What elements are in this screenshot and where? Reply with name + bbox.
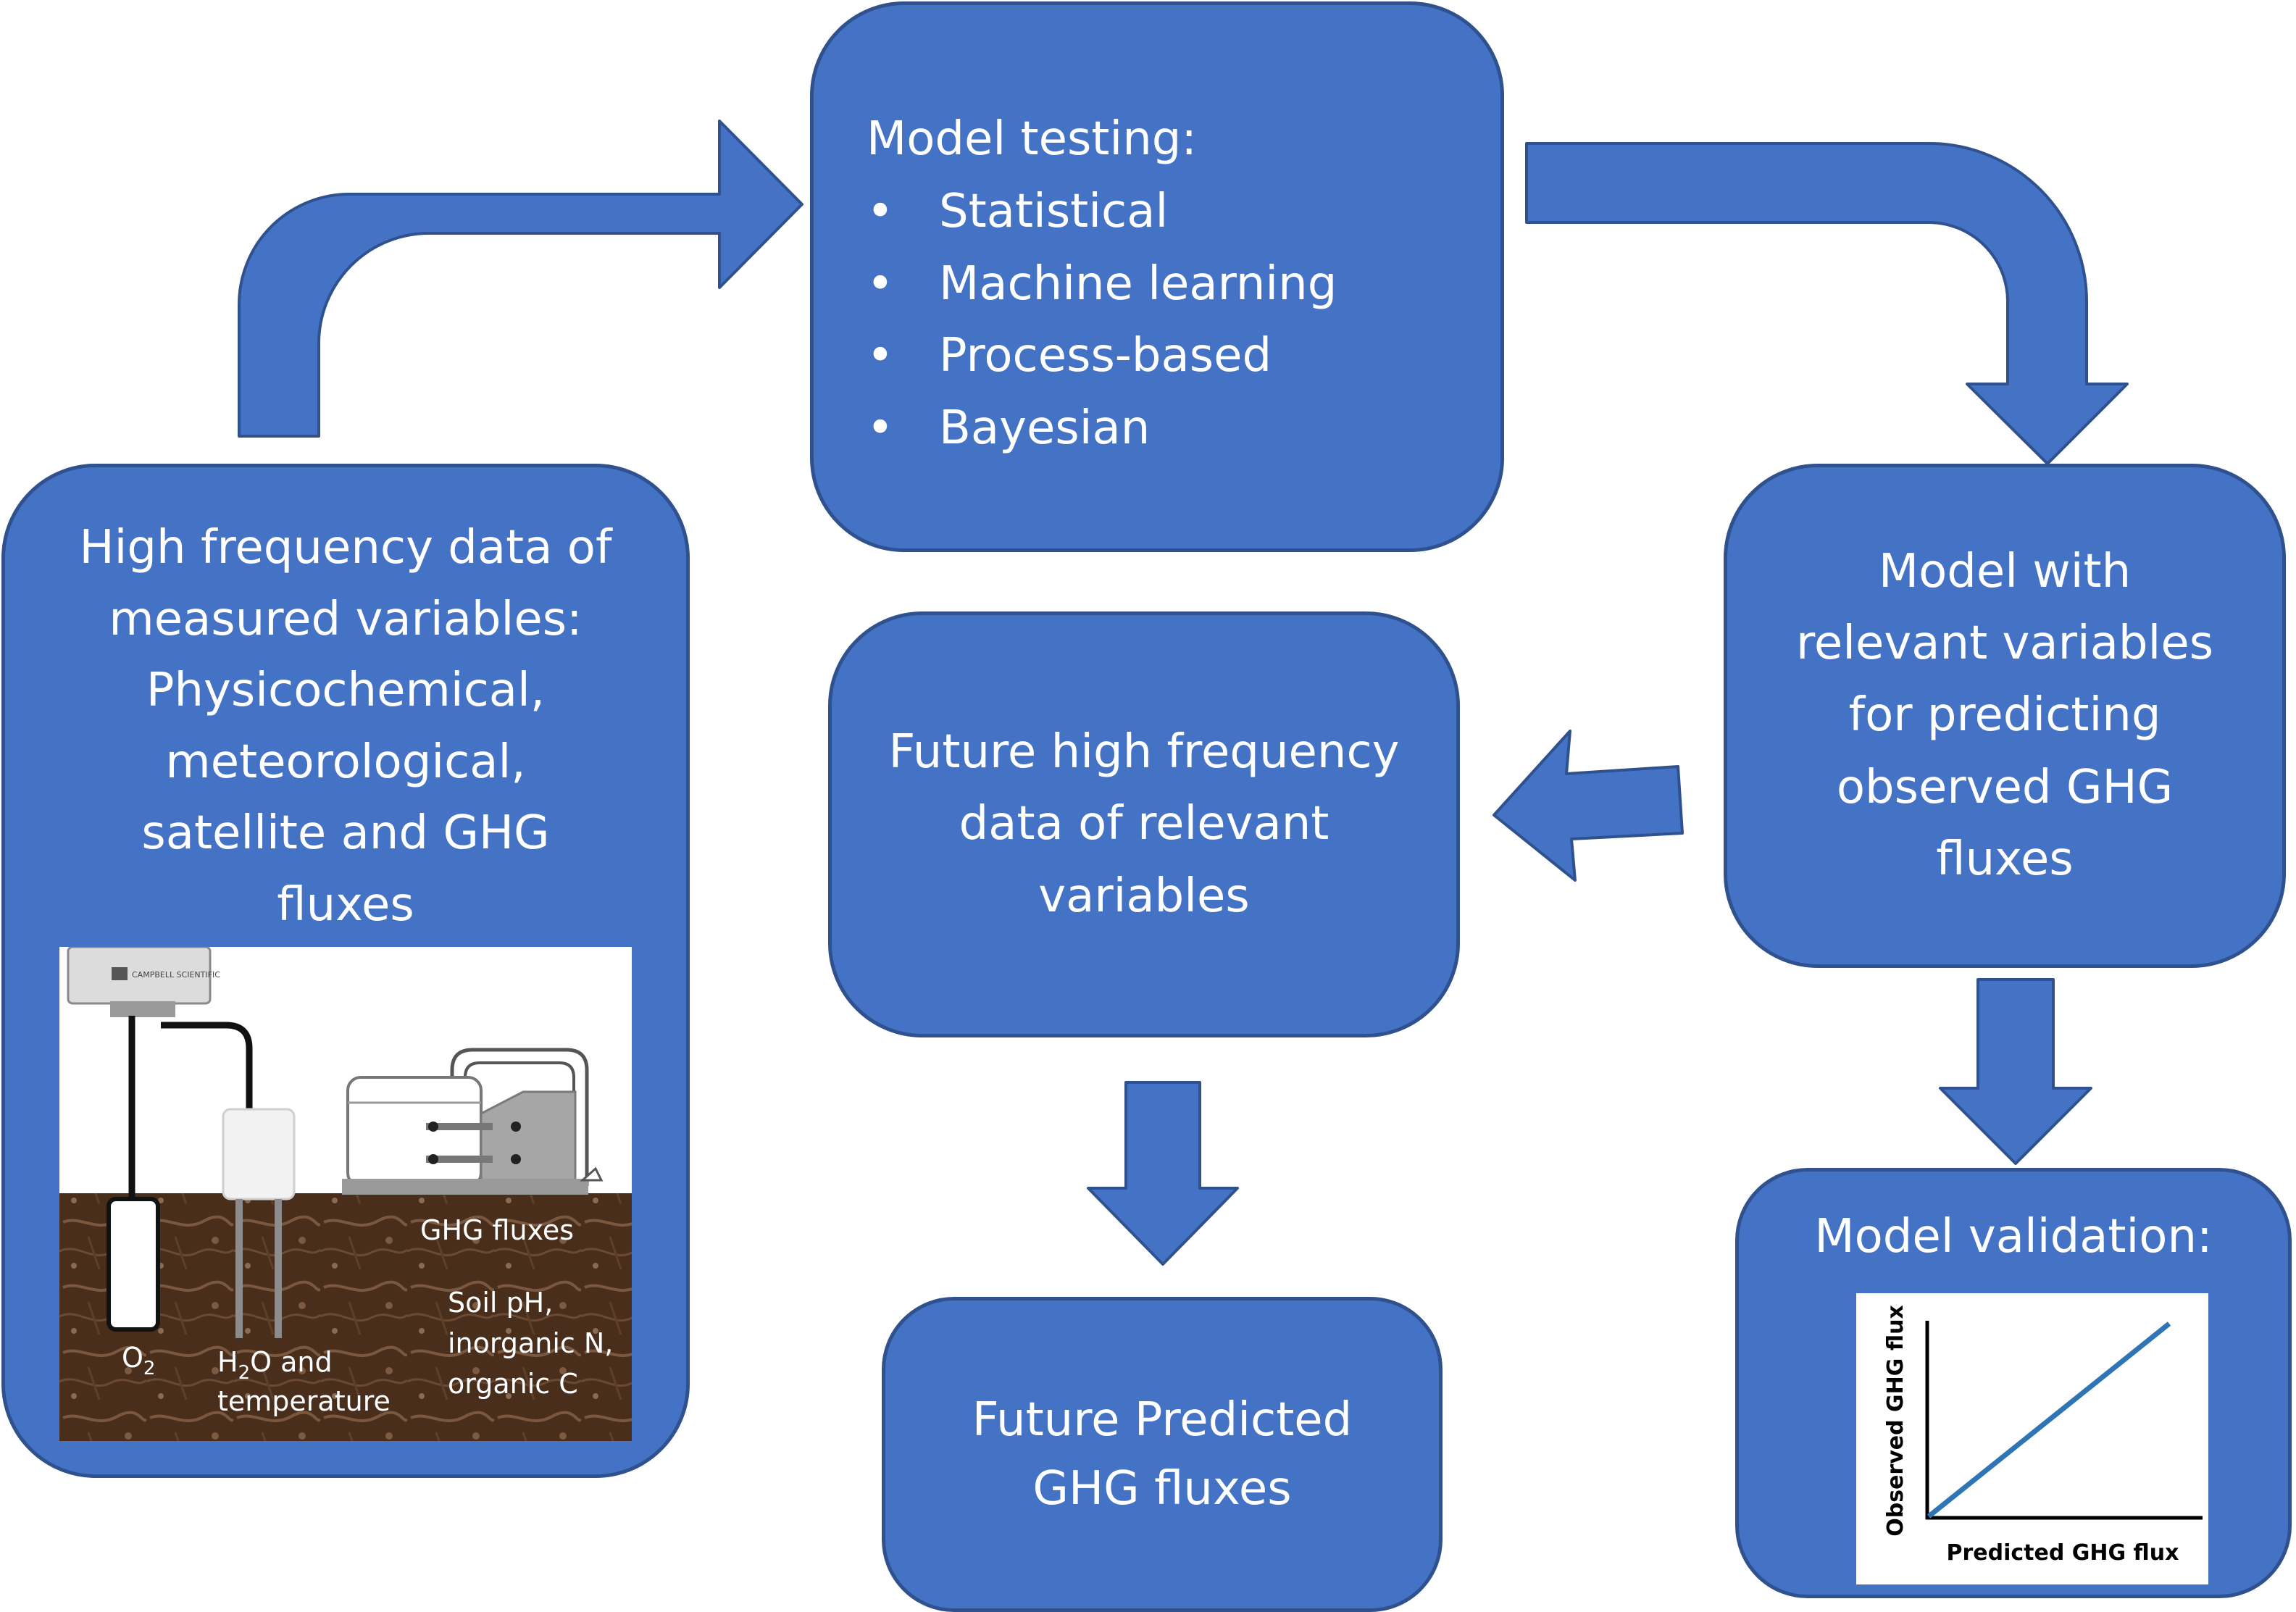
model-validation-box: Model validation: Predicted GHG flux Obs… <box>1735 1168 2292 1598</box>
future-predicted-line-2: GHG fluxes <box>1032 1461 1292 1516</box>
high-frequency-line-3: Physicochemical, <box>146 664 546 718</box>
plot-one-to-one-line <box>1926 1321 2171 1519</box>
high-frequency-data-text: High frequency data of measured variable… <box>5 512 686 940</box>
soil-label-line-3: organic C <box>448 1368 578 1400</box>
future-predicted-box: Future Predicted GHG fluxes <box>882 1297 1443 1612</box>
model-validation-title: Model validation: <box>1814 1210 2213 1264</box>
water-label-line-2: temperature <box>217 1385 391 1417</box>
relevant-variables-model-box: Model with relevant variables for predic… <box>1724 464 2286 968</box>
high-frequency-line-2: measured variables: <box>109 592 583 646</box>
validation-plot-panel: Predicted GHG flux Observed GHG flux <box>1856 1293 2208 1584</box>
arrow-future-data-to-future-predicted <box>1087 1081 1239 1266</box>
model-testing-item-bayesian: Bayesian <box>867 393 1337 465</box>
model-testing-item-machine-learning: Machine learning <box>867 249 1337 321</box>
validation-plot: Predicted GHG flux Observed GHG flux <box>1883 1305 2203 1566</box>
future-data-line-3: variables <box>1038 869 1250 923</box>
arrow-high-frequency-to-model-testing <box>238 120 803 438</box>
future-data-box: Future high frequency data of relevant v… <box>828 611 1460 1037</box>
moisture-sensor-cable <box>161 1022 253 1112</box>
model-testing-list: Statistical Machine learning Process-bas… <box>867 176 1337 465</box>
ghg-fluxes-label: GHG fluxes <box>420 1214 574 1246</box>
soil-label-line-2: inorganic N, <box>448 1327 613 1359</box>
future-data-line-1: Future high frequency <box>888 725 1400 780</box>
relevant-variables-model-text: Model with relevant variables for predic… <box>1796 536 2213 895</box>
arrow-model-testing-to-relevant-model <box>1525 142 2129 465</box>
future-predicted-text: Future Predicted GHG fluxes <box>972 1386 1353 1523</box>
future-predicted-line-1: Future Predicted <box>972 1392 1353 1447</box>
oxygen-sensor <box>107 1197 160 1332</box>
relevant-model-line-2: relevant variables <box>1795 617 2214 671</box>
water-label-line-1: H2O and <box>217 1346 333 1384</box>
soil-sensor-illustration: CAMPBELL SCIENTIFIC <box>59 947 632 1441</box>
moisture-sensor-body <box>222 1108 296 1200</box>
oxygen-label-base: O <box>122 1342 143 1374</box>
future-data-line-2: data of relevant <box>959 797 1329 851</box>
future-data-text: Future high frequency data of relevant v… <box>888 717 1399 932</box>
logger-brand-label: CAMPBELL SCIENTIFIC <box>132 970 220 980</box>
relevant-model-line-4: observed GHG <box>1836 760 2174 814</box>
model-testing-title: Model testing: <box>867 112 1197 166</box>
arrow-relevant-model-to-validation <box>1939 978 2092 1165</box>
plot-y-axis-label: Observed GHG flux <box>1883 1305 1908 1537</box>
oxygen-label: O2 <box>122 1342 155 1379</box>
water-label-h: H <box>217 1346 238 1378</box>
model-testing-box: Model testing: Statistical Machine learn… <box>810 1 1504 552</box>
plot-x-axis-label: Predicted GHG flux <box>1946 1540 2179 1566</box>
relevant-model-line-3: for predicting <box>1848 688 2161 743</box>
model-testing-item-statistical: Statistical <box>867 176 1337 249</box>
oxygen-label-subscript: 2 <box>143 1358 156 1379</box>
high-frequency-line-4: meteorological, <box>165 735 526 789</box>
high-frequency-data-box: High frequency data of measured variable… <box>1 464 690 1478</box>
data-logger: CAMPBELL SCIENTIFIC <box>67 947 220 1017</box>
relevant-model-line-5: fluxes <box>1936 832 2074 886</box>
arrow-relevant-model-to-future-data <box>1493 730 1684 882</box>
high-frequency-line-1: High frequency data of <box>79 521 612 575</box>
model-testing-item-process-based: Process-based <box>867 320 1337 393</box>
relevant-model-line-1: Model with <box>1878 545 2132 599</box>
high-frequency-line-6: fluxes <box>277 877 414 932</box>
soil-label-line-1: Soil pH, <box>448 1287 553 1319</box>
high-frequency-line-5: satellite and GHG <box>141 806 550 861</box>
ghg-chamber <box>342 1048 604 1195</box>
water-label-subscript: 2 <box>238 1362 251 1384</box>
water-label-rest: O and <box>250 1346 332 1378</box>
logger-logo-icon <box>112 967 128 980</box>
model-testing-content: Model testing: Statistical Machine learn… <box>867 104 1337 465</box>
